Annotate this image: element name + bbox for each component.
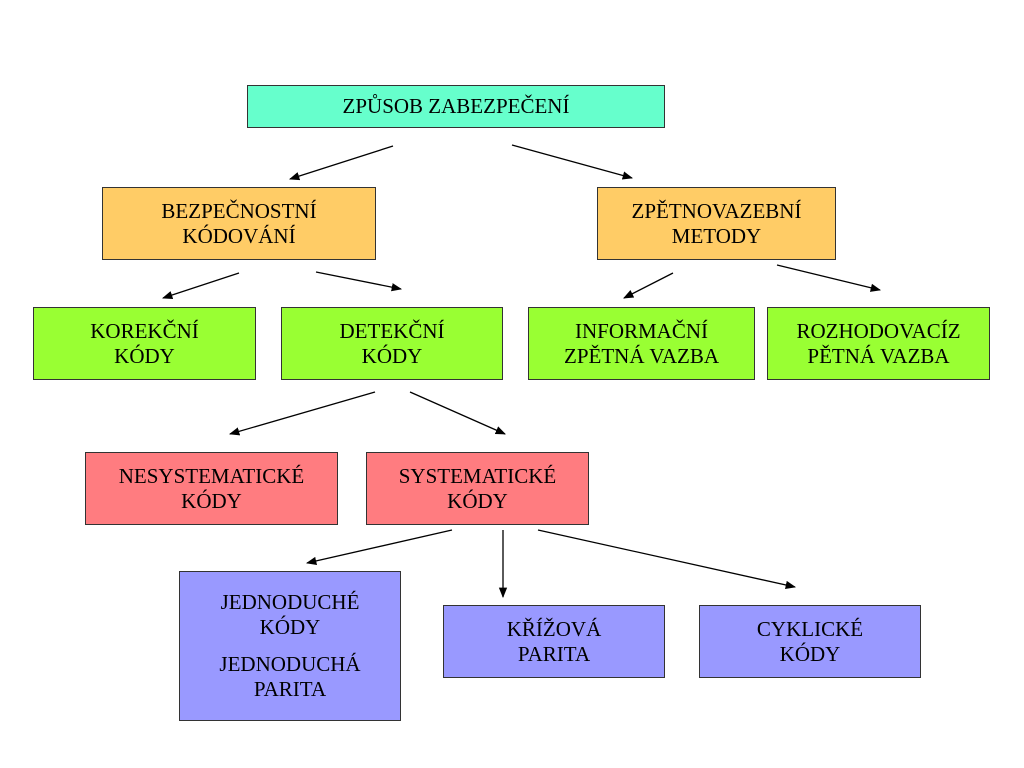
node-label: CYKLICKÉ (756, 616, 864, 641)
node-detekcni-kody: DETEKČNÍ KÓDY (281, 307, 503, 380)
arrow-bezpecnostni-to-korekcni (162, 272, 240, 300)
node-zpetnovazebni-metody: ZPĚTNOVAZEBNÍ METODY (597, 187, 836, 260)
node-label: KÓDY (181, 488, 242, 513)
arrow-detekcni-to-nesystematicke (229, 391, 376, 436)
arrow-root-to-zpetnovazebni (511, 144, 634, 180)
node-bezpecnostni-kodovani: BEZPEČNOSTNÍ KÓDOVÁNÍ (102, 187, 376, 260)
node-label: DETEKČNÍ (339, 318, 445, 343)
node-label: ZPŮSOB ZABEZPEČENÍ (342, 94, 570, 119)
arrow-root-to-bezpecnostni (289, 145, 394, 181)
arrow-zpetnovazebni-to-rozhodovaci (776, 264, 882, 292)
node-label: JEDNODUCHÉ (220, 590, 360, 615)
node-label: BEZPEČNOSTNÍ (161, 198, 317, 223)
node-label: NESYSTEMATICKÉ (118, 463, 305, 488)
node-label: KÓDY (779, 641, 841, 666)
node-label: KÓDY (447, 488, 508, 513)
node-label: KÓDY (114, 343, 175, 368)
node-zpusob-zabezpeceni: ZPŮSOB ZABEZPEČENÍ (247, 85, 665, 128)
node-label: KŘÍŽOVÁ (506, 616, 602, 641)
arrow-zpetnovazebni-to-informacni (623, 272, 674, 299)
arrow-detekcni-to-systematicke (409, 391, 506, 435)
node-label: ZPĚTNÁ VAZBA (564, 343, 719, 368)
arrow-bezpecnostni-to-detekcni (315, 271, 403, 292)
node-label: KÓDY (361, 343, 423, 368)
node-label: ZPĚTNOVAZEBNÍ (631, 198, 802, 223)
node-label: INFORMAČNÍ (574, 318, 708, 343)
node-nesystematicke-kody: NESYSTEMATICKÉ KÓDY (85, 452, 338, 525)
node-label: PARITA (517, 641, 591, 666)
node-label: KÓDY (259, 615, 321, 640)
node-informacni-zpetna-vazba: INFORMAČNÍ ZPĚTNÁ VAZBA (528, 307, 755, 380)
node-systematicke-kody: SYSTEMATICKÉ KÓDY (366, 452, 589, 525)
node-label: PĚTNÁ VAZBA (807, 343, 950, 368)
node-label: KÓDOVÁNÍ (182, 223, 296, 248)
node-jednoduche-kody: JEDNODUCHÉ KÓDY JEDNODUCHÁ PARITA (179, 571, 401, 721)
node-korekcni-kody: KOREKČNÍ KÓDY (33, 307, 256, 380)
arrow-systematicke-to-jednoduche (305, 529, 453, 565)
arrow-systematicke-to-cyklicke (537, 529, 797, 590)
node-label: ROZHODOVACÍZ (796, 318, 961, 343)
node-label: METODY (671, 223, 762, 248)
node-label: JEDNODUCHÁ (219, 652, 361, 676)
node-krizova-parita: KŘÍŽOVÁ PARITA (443, 605, 665, 678)
node-label: KOREKČNÍ (90, 318, 199, 343)
node-label: PARITA (253, 676, 327, 701)
node-rozhodovaci-zpetna-vazba: ROZHODOVACÍZ PĚTNÁ VAZBA (767, 307, 990, 380)
node-label: SYSTEMATICKÉ (398, 463, 557, 488)
node-cyklicke-kody: CYKLICKÉ KÓDY (699, 605, 921, 678)
